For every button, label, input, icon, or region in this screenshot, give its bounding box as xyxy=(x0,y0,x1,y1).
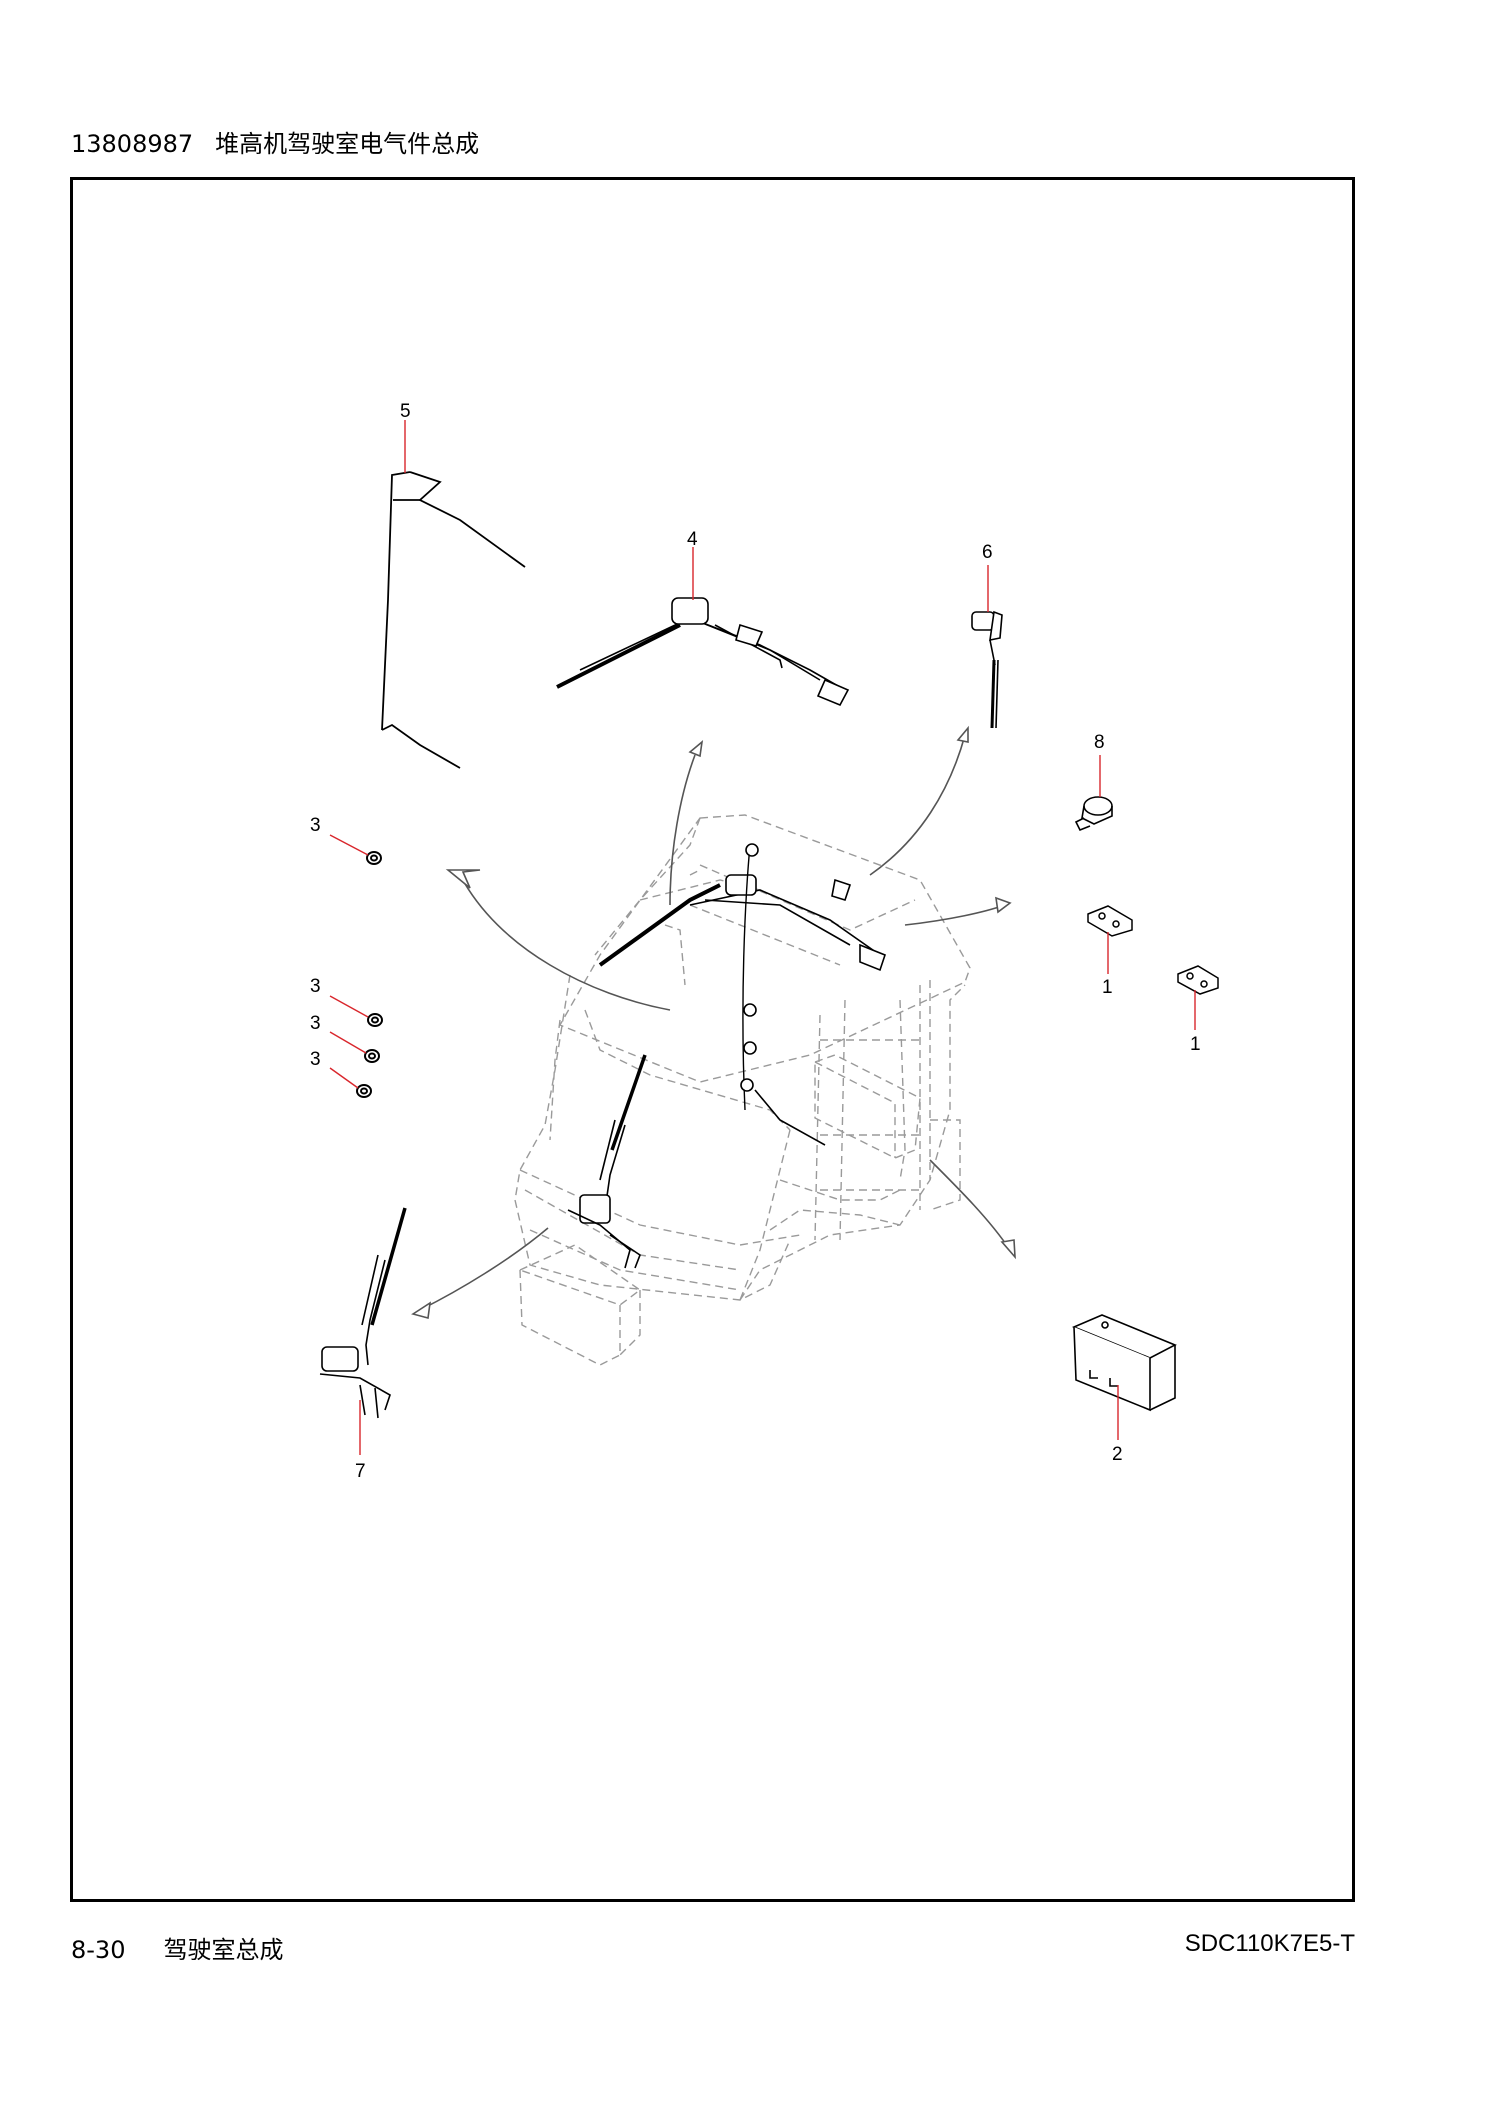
callout-6: 6 xyxy=(982,542,993,563)
drawing-frame xyxy=(70,177,1355,1902)
drawing-header: 13808987 堆高机驾驶室电气件总成 xyxy=(71,124,479,159)
footer-left: 8-30 驾驶室总成 xyxy=(71,1930,283,1965)
part-7-front-wiper xyxy=(319,1207,407,1419)
callout-numbers: 5 4 6 8 3 3 3 3 1 1 7 2 xyxy=(310,401,1201,1482)
ghost-battery-box xyxy=(518,1244,642,1366)
callout-2: 2 xyxy=(1112,1444,1123,1465)
drawing-title: 堆高机驾驶室电气件总成 xyxy=(215,130,480,158)
front-wiper-assembled xyxy=(567,1054,647,1269)
leader-lines xyxy=(329,420,1196,1455)
part-4-roof-wiper xyxy=(556,597,850,707)
callout-1b: 1 xyxy=(1190,1034,1201,1055)
part-6-rear-wiper xyxy=(971,610,1003,729)
page-number: 8-30 xyxy=(71,1936,126,1964)
callout-3c: 3 xyxy=(310,1013,321,1034)
callout-1a: 1 xyxy=(1102,977,1113,998)
model-number: SDC110K7E5-T xyxy=(1184,1930,1355,1957)
part-2-control-box xyxy=(1071,1314,1177,1412)
drawing-number: 13808987 xyxy=(71,130,194,158)
callout-3b: 3 xyxy=(310,976,321,997)
callout-4: 4 xyxy=(687,529,698,550)
ghost-controller xyxy=(814,1054,921,1159)
section-title: 驾驶室总成 xyxy=(163,1936,284,1964)
callout-3d: 3 xyxy=(310,1049,321,1070)
callout-7: 7 xyxy=(355,1461,366,1482)
assembly-arrows xyxy=(411,725,1016,1320)
roof-wiper-assembled xyxy=(598,843,886,1146)
part-1-brackets xyxy=(1087,905,1219,995)
part-5-harness xyxy=(381,471,526,769)
part-3-grommets xyxy=(356,851,383,1098)
callout-5: 5 xyxy=(400,401,411,422)
callout-8: 8 xyxy=(1094,732,1105,753)
part-8-switch xyxy=(1074,796,1113,832)
callout-3a: 3 xyxy=(310,815,321,836)
